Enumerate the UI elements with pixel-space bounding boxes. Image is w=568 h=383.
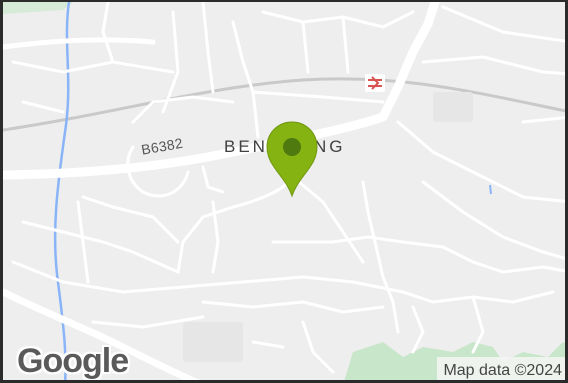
map-attribution[interactable]: Map data ©2024: [437, 357, 565, 380]
map-canvas[interactable]: [3, 2, 568, 383]
pond: [489, 184, 492, 195]
railway-line: [3, 77, 565, 132]
location-marker-icon[interactable]: [266, 120, 318, 198]
google-logo[interactable]: Google: [17, 342, 129, 380]
minor-roads: [11, 2, 565, 374]
park-area-top: [3, 2, 73, 14]
building-blocks: [183, 92, 473, 362]
major-roads: [3, 2, 440, 380]
train-station-icon[interactable]: [364, 73, 386, 93]
stream: [53, 2, 71, 380]
